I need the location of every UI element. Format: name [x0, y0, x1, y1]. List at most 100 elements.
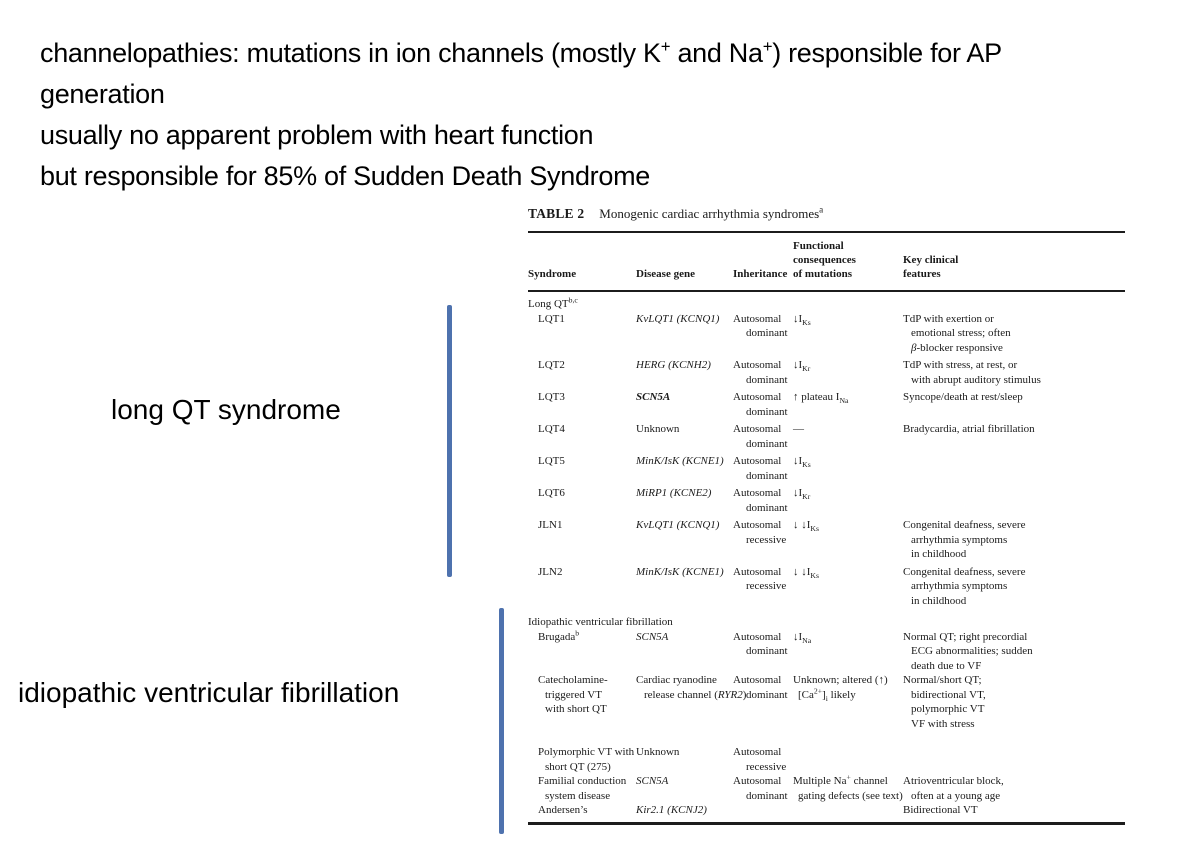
cell-syndrome: LQT2: [538, 359, 565, 371]
cell-syndrome: LQT6: [538, 487, 565, 499]
intro-line: usually no apparent problem with heart f…: [40, 120, 594, 150]
cell-inheritance: [733, 803, 793, 818]
cell-clinical: Syncope/death at rest/sleep: [903, 391, 1023, 403]
annotation-idiopathic-ventricular-fibrillation: idiopathic ventricular fibrillation: [18, 677, 400, 708]
cell-functional: ↓ ↓IKs: [793, 519, 819, 534]
cell-syndrome: JLN2: [538, 565, 563, 578]
cell-gene: MinK/IsK (KCNE1): [636, 455, 724, 467]
cell-gene: KvLQT1 (KCNQ1): [636, 519, 720, 531]
column-header-syndrome: Syndrome: [528, 268, 577, 280]
cell-functional: ↑ plateau INa: [793, 391, 849, 406]
table-bottom-rule: [528, 821, 1125, 825]
column-header-disease-gene: Disease gene: [636, 268, 695, 280]
cell-functional: ↓ ↓IKs: [793, 565, 819, 580]
cell-functional: [793, 745, 903, 774]
table-caption: Monogenic cardiac arrhythmia syndromesa: [599, 204, 824, 221]
cell-clinical: [903, 745, 1125, 774]
cell-functional: Unknown; altered (↑)[Ca2+]i likely: [793, 674, 888, 703]
cell-gene: Unknown: [636, 423, 680, 435]
cell-gene: Kir2.1 (KCNJ2): [636, 804, 707, 816]
cell-syndrome: LQT3: [538, 391, 565, 403]
cell-clinical: Bradycardia, atrial fibrillation: [903, 423, 1035, 435]
column-header-inheritance: Inheritance: [733, 268, 788, 280]
table-top-rule: [528, 231, 1125, 233]
intro-text: channelopathies: mutations in ion channe…: [40, 26, 1002, 197]
cell-syndrome: LQT4: [538, 423, 565, 435]
cell-gene: MiRP1 (KCNE2): [636, 487, 712, 499]
cell-syndrome: Brugadab: [538, 627, 580, 643]
cell-functional: ↓IKs: [793, 455, 811, 470]
cell-gene: Unknown: [636, 746, 680, 758]
cell-functional: ↓IKr: [793, 487, 811, 502]
cell-functional: ↓INa: [793, 630, 812, 645]
cell-clinical: [903, 454, 1125, 483]
table-title: TABLE 2 Monogenic cardiac arrhythmia syn…: [528, 204, 1125, 231]
cell-functional: —: [793, 423, 804, 435]
cell-functional: ↓IKs: [793, 312, 811, 327]
cell-clinical: [903, 486, 1125, 515]
intro-line: channelopathies: mutations in ion channe…: [40, 37, 1002, 68]
cell-syndrome: Andersen’s: [538, 804, 588, 816]
cell-functional: ↓IKr: [793, 359, 811, 374]
arrhythmia-table: TABLE 2 Monogenic cardiac arrhythmia syn…: [528, 204, 1125, 825]
intro-line: generation: [40, 79, 165, 109]
table-section-heading: Long QTb,c: [528, 295, 578, 310]
cell-clinical: Normal/short QT;bidirectional VT,polymor…: [903, 674, 986, 730]
table-header-row: Syndrome Disease gene Inheritance Functiona…: [528, 233, 1125, 290]
cell-syndrome: LQT1: [538, 312, 565, 325]
table-row: Andersen’s Kir2.1 (KCNJ2) Bidirectional VT: [528, 803, 1125, 818]
intro-line: but responsible for 85% of Sudden Death …: [40, 161, 650, 191]
table-section-heading: Idiopathic ventricular fibrillation: [528, 616, 673, 628]
cell-gene: SCN5A: [636, 775, 669, 787]
table-number: TABLE 2: [528, 206, 585, 221]
cell-clinical: Bidirectional VT: [903, 804, 978, 816]
cell-syndrome: JLN1: [538, 519, 563, 531]
highlight-bar-ivf: [499, 608, 504, 834]
cell-gene: HERG (KCNH2): [636, 359, 711, 371]
cell-syndrome: LQT5: [538, 455, 565, 467]
annotation-long-qt-syndrome: long QT syndrome: [111, 394, 341, 425]
cell-gene: SCN5A: [636, 630, 669, 643]
cell-gene: KvLQT1 (KCNQ1): [636, 312, 720, 325]
cell-gene: MinK/IsK (KCNE1): [636, 565, 724, 578]
